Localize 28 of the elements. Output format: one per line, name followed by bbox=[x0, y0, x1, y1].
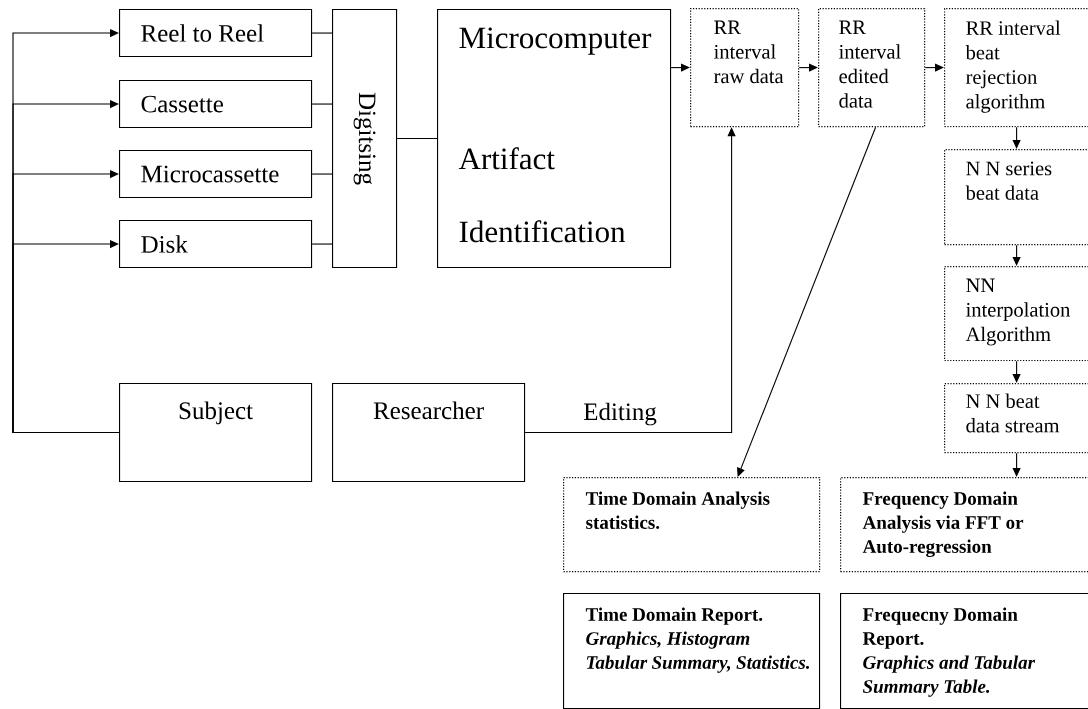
arrow bbox=[1012, 126, 1021, 149]
arrow bbox=[737, 126, 877, 477]
analysis-box: Frequency Domain Analysis via FFT or Auto-regression bbox=[840, 477, 1088, 573]
source-box: Subject bbox=[119, 383, 313, 483]
analysis-box: Time Domain Analysis statistics. bbox=[563, 477, 821, 573]
media-box: Cassette bbox=[119, 80, 313, 129]
report-box: Frequecny Domain Report. Graphics and Tabular Summary Table. bbox=[840, 593, 1088, 709]
media-box: Disk bbox=[119, 220, 313, 269]
edge-label: Editing bbox=[582, 401, 658, 427]
process-box: Microcomputer Artifact Identification bbox=[437, 9, 672, 269]
arrow bbox=[1012, 244, 1021, 266]
data-box: N N series beat data bbox=[944, 149, 1088, 246]
source-box: Researcher bbox=[332, 383, 526, 483]
arrow bbox=[924, 63, 944, 72]
arrow bbox=[1012, 360, 1021, 383]
media-box: Microcassette bbox=[119, 150, 313, 199]
data-box: RR interval raw data bbox=[690, 8, 800, 128]
data-box: NN interpolation Algorithm bbox=[944, 266, 1088, 362]
process-box: Digitsing bbox=[332, 9, 398, 269]
data-box: N N beat data stream bbox=[944, 383, 1088, 454]
arrow bbox=[798, 63, 818, 72]
arrow bbox=[1012, 452, 1021, 477]
data-box: RR interval edited data bbox=[818, 8, 926, 128]
data-box: RR interval beat rejection algorithm bbox=[944, 8, 1088, 128]
arrow bbox=[670, 63, 690, 72]
report-box: Time Domain Report. Graphics, Histogram Tabular Summary, Statistics. bbox=[563, 593, 821, 709]
arrow bbox=[12, 239, 120, 434]
media-box: Reel to Reel bbox=[119, 9, 313, 58]
